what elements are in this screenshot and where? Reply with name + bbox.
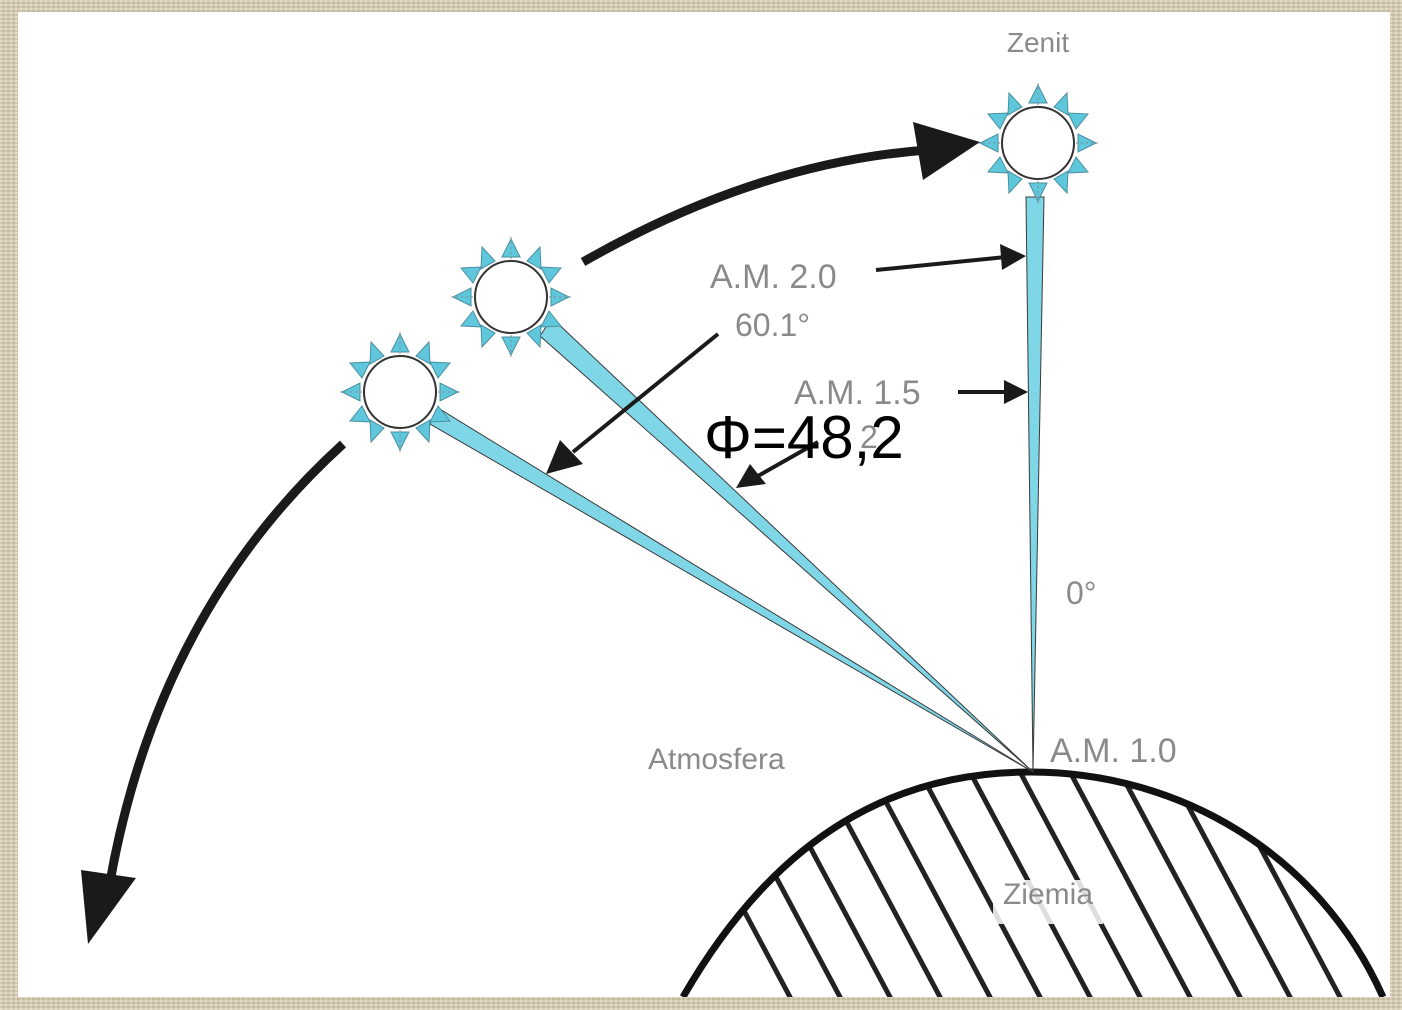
sun-path-arrows (81, 122, 980, 944)
air-mass-diagram: Zenit A.M. 2.0 60.1° A.M. 1.5 2 Φ=48,2 0… (81, 27, 1387, 997)
arrow-icon (1004, 380, 1028, 404)
earth-label: Ziemia (1003, 878, 1093, 911)
label-arrows (546, 244, 1028, 488)
arrow-icon (105, 440, 347, 883)
earth-outline (679, 768, 1387, 997)
am20-label: A.M. 2.0 (710, 258, 837, 296)
diagram-panel: Zenit A.M. 2.0 60.1° A.M. 1.5 2 Φ=48,2 0… (18, 12, 1390, 997)
zero-angle-label: 0° (1066, 575, 1097, 611)
angle-60-label: 60.1° (735, 307, 810, 343)
sun-icon (977, 82, 1099, 204)
arrow-icon (81, 870, 136, 944)
ray-am20 (539, 317, 1034, 773)
light-rays (429, 196, 1045, 773)
arrow-icon (736, 464, 766, 488)
arrow-icon (913, 122, 980, 180)
am15-label: A.M. 1.5 (794, 374, 921, 412)
arrow-icon (580, 145, 929, 266)
phi-label: Φ=48,2 (704, 404, 904, 471)
am10-label: A.M. 1.0 (1050, 732, 1177, 770)
zenith-label: Zenit (1007, 27, 1069, 58)
arrow-icon (546, 440, 583, 474)
arrow-icon (1000, 244, 1026, 270)
sun-icon (339, 331, 461, 453)
am15-angle-label: 2 (860, 419, 878, 455)
atmosphere-label: Atmosfera (648, 743, 785, 776)
ray-zenith (1025, 196, 1045, 773)
